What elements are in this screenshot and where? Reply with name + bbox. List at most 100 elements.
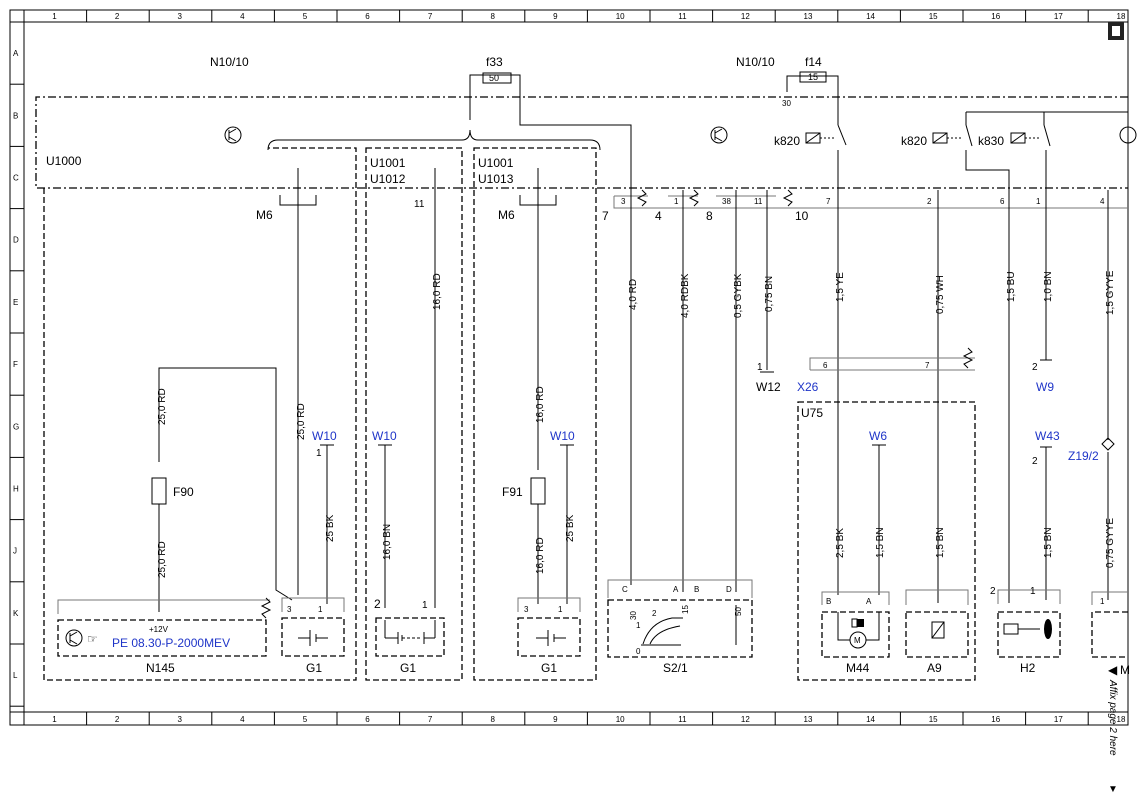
motor-m44: B A M M44	[821, 591, 890, 675]
svg-text:16,0 RD: 16,0 RD	[535, 386, 546, 423]
svg-text:16,0 RD: 16,0 RD	[432, 273, 443, 310]
svg-text:4: 4	[655, 209, 662, 223]
ground-w10-middle: W10	[372, 429, 397, 608]
svg-text:M6: M6	[498, 208, 515, 222]
svg-text:f14: f14	[805, 55, 822, 69]
svg-text:0,75 GYYE: 0,75 GYYE	[1105, 518, 1116, 568]
w10-ref-middle[interactable]: W10	[372, 429, 397, 443]
svg-text:1: 1	[422, 600, 428, 611]
pe-reference-link[interactable]: PE 08.30-P-2000MEV	[112, 636, 230, 650]
column-label: 1	[52, 715, 57, 724]
svg-text:U1012: U1012	[370, 172, 406, 186]
connector-strip: 3 1 38 11 7 2 6 1 4 7 4 8 10	[602, 189, 1128, 223]
w9-ref[interactable]: W9	[1036, 380, 1054, 394]
svg-text:2: 2	[652, 609, 657, 618]
row-label: A	[13, 49, 19, 58]
svg-text:A9: A9	[927, 661, 942, 675]
column-label: 18	[1117, 12, 1126, 21]
module-u1001-u1012: U1001 U1012 11	[365, 147, 463, 681]
column-label: 3	[178, 12, 183, 21]
column-label: 18	[1117, 715, 1126, 724]
fuse-f14: f14 15 30	[782, 55, 839, 125]
svg-text:1,5 BU: 1,5 BU	[1006, 271, 1017, 302]
svg-text:1,0 BN: 1,0 BN	[1043, 271, 1054, 302]
row-label: C	[13, 174, 19, 183]
svg-text:15: 15	[808, 72, 818, 82]
column-label: 7	[428, 715, 433, 724]
svg-text:k820: k820	[901, 134, 927, 148]
svg-text:6: 6	[1000, 197, 1005, 206]
battery-g1-middle: 2 1 G1	[374, 597, 445, 675]
svg-text:2: 2	[927, 197, 932, 206]
svg-text:3: 3	[287, 605, 292, 614]
svg-text:4,0 RD: 4,0 RD	[628, 279, 639, 310]
svg-text:0: 0	[636, 647, 641, 656]
w10-ref-right[interactable]: W10	[550, 429, 575, 443]
svg-text:S2/1: S2/1	[663, 661, 688, 675]
diagram-frame	[9, 9, 1129, 726]
ground-w43: W43 2	[1032, 429, 1060, 600]
svg-text:U1000: U1000	[46, 154, 82, 168]
svg-text:k830: k830	[978, 134, 1004, 148]
relay-k820: k820	[774, 124, 847, 190]
w10-ref-left[interactable]: W10	[312, 429, 337, 443]
column-label: 6	[365, 12, 370, 21]
svg-text:B: B	[826, 597, 831, 606]
svg-text:▼: ▼	[1108, 784, 1118, 795]
svg-text:3: 3	[621, 197, 626, 206]
wire-labels: 4,0 RD 4,0 RDBK 0,5 GYBK 0,75 BN 1,5 YE …	[157, 270, 1116, 578]
svg-text:38: 38	[722, 197, 731, 206]
svg-text:1: 1	[316, 448, 322, 459]
svg-text:2: 2	[1032, 362, 1038, 373]
column-label: 16	[991, 715, 1000, 724]
ground-w10-left: W10 1	[312, 429, 337, 604]
row-label: D	[13, 236, 19, 245]
column-label: 4	[240, 715, 245, 724]
svg-text:3: 3	[524, 605, 529, 614]
ignition-switch-s2-1: C A B D 30 15 50 1 2 0 S2/1	[607, 579, 753, 675]
column-label: 6	[365, 715, 370, 724]
wire-group-main	[630, 190, 1109, 603]
column-label: 9	[553, 715, 558, 724]
row-label: G	[13, 422, 19, 431]
column-label: 2	[115, 12, 120, 21]
svg-text:G1: G1	[541, 661, 557, 675]
svg-text:H2: H2	[1020, 661, 1036, 675]
svg-text:2: 2	[990, 586, 996, 597]
column-label: 17	[1054, 715, 1063, 724]
svg-text:M: M	[1120, 663, 1130, 677]
svg-text:+12V: +12V	[149, 625, 169, 634]
svg-text:2: 2	[1032, 456, 1038, 467]
module-u1001-u1013: U1001 U1013 M6	[473, 147, 597, 681]
transistor-icon	[65, 629, 83, 647]
z19-2-ref[interactable]: Z19/2	[1068, 449, 1099, 463]
fuse-f90: F90	[151, 367, 293, 612]
ground-w12: 1 W12	[756, 362, 781, 394]
svg-text:1: 1	[558, 605, 563, 614]
w43-ref[interactable]: W43	[1035, 429, 1060, 443]
column-label: 10	[616, 715, 625, 724]
svg-text:F91: F91	[502, 485, 523, 499]
column-label: 2	[115, 715, 120, 724]
n10-module-outline	[35, 96, 1128, 189]
n10-right-label: N10/10	[736, 55, 775, 69]
column-label: 9	[553, 12, 558, 21]
w6-ref[interactable]: W6	[869, 429, 887, 443]
pointing-hand-icon: ☞	[87, 632, 98, 646]
ground-w6: W6	[869, 429, 887, 595]
module-n145: +12V ☞ PE 08.30-P-2000MEV N145	[57, 597, 272, 675]
row-label: H	[13, 485, 19, 494]
relay-k820-second: k820	[901, 111, 1128, 190]
svg-text:2,5 BK: 2,5 BK	[835, 528, 846, 558]
column-label: 11	[678, 715, 687, 724]
transistor-icon	[710, 126, 728, 144]
svg-text:1: 1	[1100, 597, 1105, 606]
svg-text:4: 4	[1100, 197, 1105, 206]
column-label: 14	[866, 12, 875, 21]
fuse-f91: F91	[502, 477, 546, 604]
svg-text:M6: M6	[256, 208, 273, 222]
x26-ref[interactable]: X26	[797, 380, 819, 394]
column-label: 16	[991, 12, 1000, 21]
svg-text:W12: W12	[756, 380, 781, 394]
